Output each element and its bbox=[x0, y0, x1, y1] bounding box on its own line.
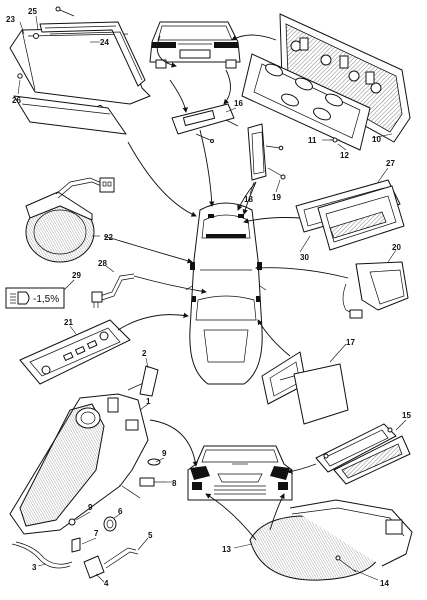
callout-14: 14 bbox=[380, 579, 389, 588]
callout-30: 30 bbox=[300, 253, 309, 262]
side-marker-lamp bbox=[295, 179, 405, 251]
headlamp-level-icon: -1,5% bbox=[5, 287, 65, 309]
callout-19: 19 bbox=[272, 193, 281, 202]
callout-3: 3 bbox=[32, 563, 37, 572]
rear-lamp-cluster bbox=[279, 13, 411, 143]
callout-25: 25 bbox=[28, 7, 37, 16]
headlamp-assembly bbox=[9, 393, 149, 535]
headlamp-adjuster-parts bbox=[11, 365, 166, 579]
callout-5: 5 bbox=[148, 531, 153, 540]
interior-lamp-console bbox=[19, 319, 131, 385]
car-top-view bbox=[185, 202, 267, 385]
rear-lamp-gasket bbox=[241, 53, 371, 151]
callout-9-lower: 9 bbox=[88, 503, 93, 512]
callout-11: 11 bbox=[308, 136, 317, 145]
callout-2: 2 bbox=[142, 349, 147, 358]
level-switch-wire bbox=[91, 273, 135, 308]
assembly-arrows bbox=[103, 34, 349, 541]
callout-1: 1 bbox=[146, 397, 151, 406]
callout-24: 24 bbox=[100, 38, 109, 47]
side-repeater-18-19 bbox=[247, 123, 286, 181]
callout-15: 15 bbox=[402, 411, 411, 420]
callout-12: 12 bbox=[340, 151, 349, 160]
callout-17: 17 bbox=[346, 338, 355, 347]
callout-leaders bbox=[17, 15, 407, 583]
callout-6: 6 bbox=[118, 507, 123, 516]
car-front-view bbox=[187, 445, 293, 501]
callout-13: 13 bbox=[222, 545, 231, 554]
callout-26: 26 bbox=[12, 96, 21, 105]
rear-car-view bbox=[149, 21, 241, 69]
callout-27: 27 bbox=[386, 159, 395, 168]
callout-9-upper: 9 bbox=[162, 449, 167, 458]
callout-7: 7 bbox=[94, 529, 99, 538]
callout-labels: 25 23 24 26 16 10 11 12 27 18 19 22 30 2… bbox=[6, 7, 411, 588]
round-side-lamp bbox=[25, 177, 115, 263]
callout-28: 28 bbox=[98, 259, 107, 268]
number-plate-lamp bbox=[171, 103, 239, 143]
callout-22: 22 bbox=[104, 233, 113, 242]
callout-21: 21 bbox=[64, 318, 73, 327]
callout-16: 16 bbox=[234, 99, 243, 108]
callout-29: 29 bbox=[72, 271, 81, 280]
callout-8: 8 bbox=[172, 479, 177, 488]
callout-23: 23 bbox=[6, 15, 15, 24]
front-side-lamp bbox=[261, 351, 349, 425]
headlamp-level-text: -1,5% bbox=[33, 294, 59, 305]
callout-18: 18 bbox=[244, 195, 253, 204]
callout-20: 20 bbox=[392, 243, 401, 252]
fog-lamp bbox=[249, 499, 413, 581]
repeater-lamp bbox=[342, 261, 409, 319]
brake-lamp-strip-assembly bbox=[9, 6, 151, 135]
front-indicator-lamp bbox=[315, 423, 411, 485]
callout-4: 4 bbox=[104, 579, 109, 588]
callout-10: 10 bbox=[372, 135, 381, 144]
